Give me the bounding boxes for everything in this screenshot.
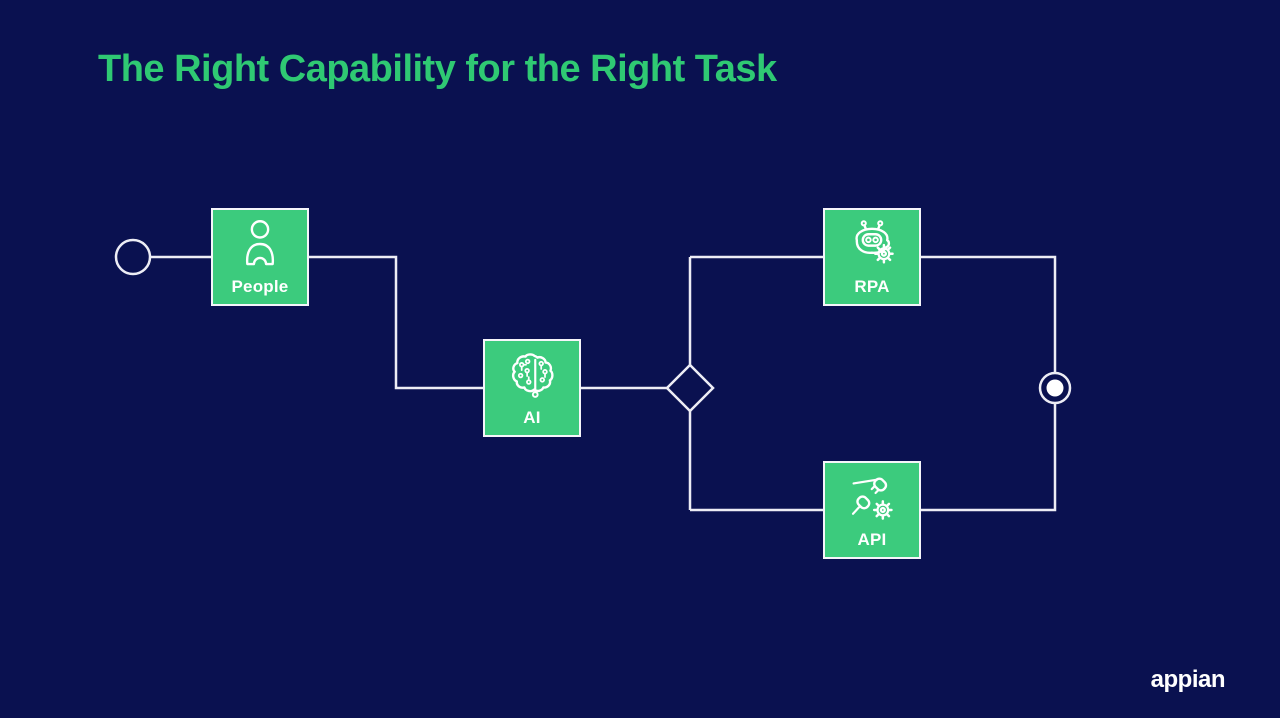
task-node-api: API: [823, 461, 921, 559]
appian-logo: appian: [1150, 666, 1226, 693]
task-node-ai: AI: [483, 339, 581, 437]
page-title: The Right Capability for the Right Task: [98, 48, 777, 90]
plug-gear-icon: [851, 477, 893, 520]
task-label-people: People: [231, 277, 289, 296]
person-icon: [245, 220, 275, 266]
task-label-api: API: [857, 530, 887, 549]
edge-people-to-ai: [309, 255, 483, 390]
brain-circuit-icon: [511, 353, 554, 398]
task-node-rpa: RPA: [823, 208, 921, 306]
task-label-rpa: RPA: [854, 277, 890, 296]
robot-gear-icon: [855, 220, 894, 264]
task-node-people: People: [211, 208, 309, 306]
start-event-circle: [114, 238, 152, 276]
task-label-ai: AI: [523, 408, 541, 427]
decision-diamond-icon: [665, 363, 715, 413]
end-event-dot: [1046, 379, 1064, 397]
